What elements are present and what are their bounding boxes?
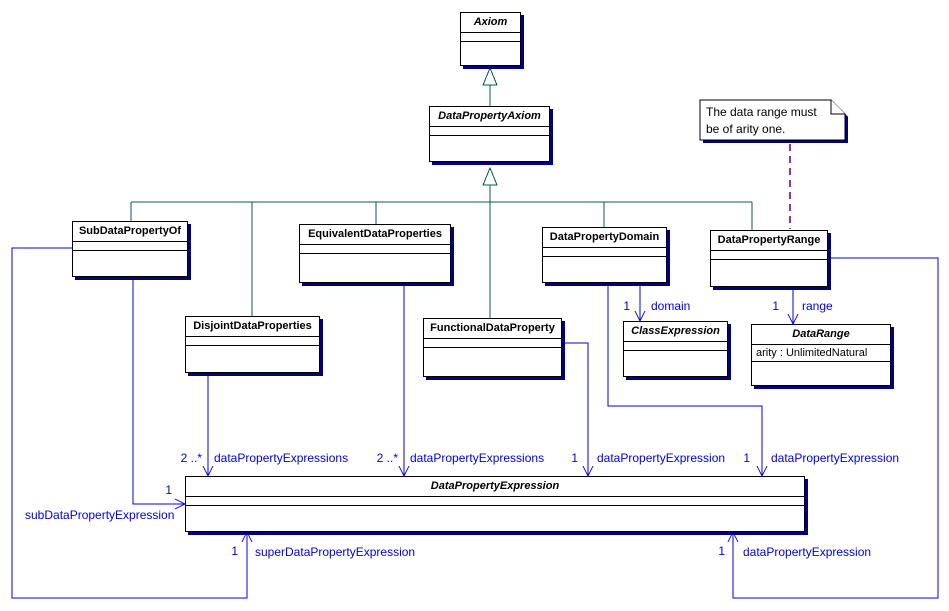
- role-range-dpe: dataPropertyExpression: [743, 545, 872, 559]
- operations-compartment: [752, 362, 890, 385]
- operations-compartment: [300, 254, 450, 282]
- role-range: range: [802, 299, 833, 313]
- generalization-edges: [130, 66, 753, 318]
- attributes-compartment: [711, 251, 827, 260]
- multiplicity-disjoint: 2 ..*: [180, 451, 202, 465]
- role-disjoint: dataPropertyExpressions: [214, 451, 349, 465]
- attributes-compartment: [300, 245, 450, 254]
- multiplicity-super: 1: [231, 544, 238, 558]
- operations-compartment: [543, 257, 666, 282]
- class-name: EquivalentDataProperties: [300, 225, 450, 245]
- note: The data range must be of arity one.: [706, 104, 834, 138]
- class-name: Axiom: [461, 13, 520, 33]
- class-name: DataPropertyDomain: [543, 228, 666, 248]
- operations-compartment: [186, 506, 804, 531]
- note-shape: [699, 99, 848, 143]
- class-functional-data-property: FunctionalDataProperty: [423, 318, 562, 377]
- class-name: SubDataPropertyOf: [73, 222, 187, 242]
- multiplicity-equivalent: 2 ..*: [376, 451, 398, 465]
- class-name: DataRange: [752, 325, 890, 345]
- class-name: DataPropertyRange: [711, 231, 827, 251]
- multiplicity-sub: 1: [165, 483, 172, 497]
- class-name: DataPropertyAxiom: [430, 107, 549, 127]
- class-equivalent-data-properties: EquivalentDataProperties: [299, 224, 451, 283]
- note-line-2: be of arity one.: [706, 122, 786, 136]
- operations-compartment: [424, 348, 561, 376]
- class-data-property-range: DataPropertyRange: [710, 230, 828, 287]
- class-data-property-expression: DataPropertyExpression: [185, 476, 805, 532]
- class-data-property-axiom: DataPropertyAxiom: [429, 106, 550, 162]
- multiplicity-range: 1: [772, 299, 779, 313]
- operations-compartment: [73, 251, 187, 276]
- class-name: FunctionalDataProperty: [424, 319, 561, 339]
- attributes-compartment: [430, 127, 549, 136]
- role-sub: subDataPropertyExpression: [25, 508, 175, 522]
- attributes-compartment: arity : UnlimitedNatural: [752, 345, 890, 362]
- role-functional: dataPropertyExpression: [597, 451, 726, 465]
- multiplicity-domain: 1: [623, 299, 630, 313]
- operations-compartment: [186, 346, 319, 372]
- attributes-compartment: [624, 342, 727, 351]
- class-data-range: DataRange arity : UnlimitedNatural: [751, 324, 891, 386]
- attributes-compartment: [461, 33, 520, 42]
- role-equivalent: dataPropertyExpressions: [410, 451, 545, 465]
- role-super: superDataPropertyExpression: [255, 545, 416, 559]
- role-domain: domain: [651, 299, 691, 313]
- operations-compartment: [624, 351, 727, 376]
- attributes-compartment: [186, 497, 804, 506]
- class-sub-data-property-of: SubDataPropertyOf: [72, 221, 188, 277]
- operations-compartment: [461, 42, 520, 65]
- multiplicity-range-dpe: 1: [718, 544, 725, 558]
- note-line-1: The data range must: [706, 105, 817, 119]
- class-data-property-domain: DataPropertyDomain: [542, 227, 667, 283]
- operations-compartment: [711, 260, 827, 286]
- class-name: ClassExpression: [624, 322, 727, 342]
- class-name: DisjointDataProperties: [186, 317, 319, 337]
- multiplicity-domain-dpe: 1: [743, 451, 750, 465]
- role-domain-dpe: dataPropertyExpression: [771, 451, 900, 465]
- attributes-compartment: [73, 242, 187, 251]
- class-class-expression: ClassExpression: [623, 321, 728, 377]
- class-axiom: Axiom: [460, 12, 521, 66]
- operations-compartment: [430, 136, 549, 161]
- attributes-compartment: [186, 337, 319, 346]
- class-name: DataPropertyExpression: [186, 477, 804, 497]
- multiplicity-functional: 1: [571, 451, 578, 465]
- association-edges: [11, 247, 939, 599]
- class-disjoint-data-properties: DisjointDataProperties: [185, 316, 320, 373]
- attributes-compartment: [543, 248, 666, 257]
- attributes-compartment: [424, 339, 561, 348]
